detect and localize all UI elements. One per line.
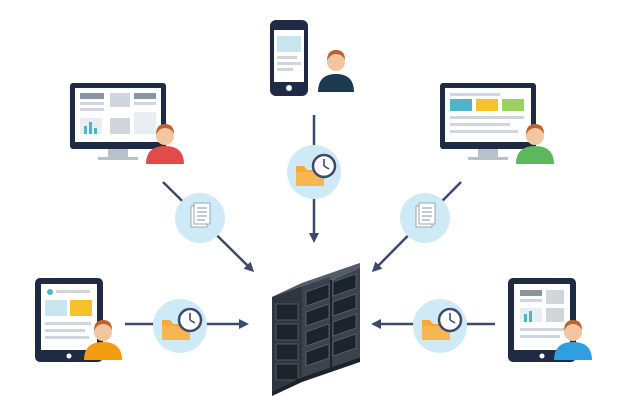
node-server: [272, 263, 360, 396]
node-phone: [270, 20, 354, 96]
document-icon: [415, 202, 436, 228]
node-tablet-right: [508, 278, 592, 362]
badge-monitor-left-document: [175, 193, 225, 243]
document-icon: [190, 202, 211, 228]
node-monitor-left: [70, 83, 184, 164]
server-rack-icon: [272, 263, 360, 396]
user-avatar: [146, 124, 184, 164]
user-avatar: [318, 50, 354, 92]
node-monitor-right: [440, 83, 554, 164]
user-avatar: [554, 320, 592, 360]
user-avatar: [84, 320, 122, 360]
badge-tablet-left-folder-clock: [153, 299, 207, 353]
badge-phone-folder-clock: [287, 145, 341, 199]
badge-monitor-right-document: [400, 193, 450, 243]
node-tablet-left: [35, 278, 122, 362]
user-avatar: [516, 124, 554, 164]
badge-tablet-right-folder-clock: [413, 299, 467, 353]
